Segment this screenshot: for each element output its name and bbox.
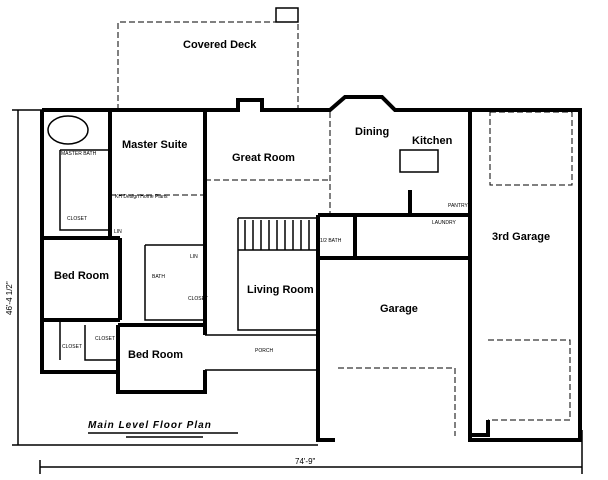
room-label-master-closet: CLOSET [67,216,87,222]
plan-title: Main Level Floor Plan [88,420,212,431]
room-label-covered-deck: Covered Deck [183,39,257,51]
garage-wall [316,215,490,442]
room-label-laundry: LAUNDRY [432,220,456,226]
room-label-porch: PORCH [255,348,273,354]
room-label-garage: Garage [380,303,418,315]
width-dimension: 74'-9" [295,457,316,466]
room-label-dining: Dining [355,126,389,138]
room-label-bed-room-1: Bed Room [54,270,109,282]
room-label-3rd-garage: 3rd Garage [492,231,550,243]
depth-dimension: 46'-4 1/2" [5,281,14,315]
room-label-closet-2: CLOSET [95,336,115,342]
room-label-master-suite: Master Suite [122,139,187,151]
room-label-closet-3: CLOSET [188,296,208,302]
room-label-bath: BATH [152,274,165,280]
covered-deck [117,7,299,110]
watermark: KH Design Home Plans [115,194,168,200]
room-label-master-bath: MASTER BATH [61,151,97,157]
room-label-pantry: PANTRY [448,203,468,209]
interior-walls [42,112,470,392]
room-label-living-room: Living Room [247,284,314,296]
room-label-closet-1: CLOSET [62,344,82,350]
room-label-lin-2: LIN [190,254,198,260]
room-label-lin-1: LIN [114,229,122,235]
dimension-lines [12,109,583,474]
room-label-bed-room-2: Bed Room [128,349,183,361]
room-label-kitchen: Kitchen [412,135,453,147]
room-label-half-bath: 1/2 BATH [320,238,342,244]
exterior-wall [42,95,582,442]
title-underline [88,432,238,438]
room-label-great-room: Great Room [232,152,295,164]
garage-doors [338,111,573,436]
